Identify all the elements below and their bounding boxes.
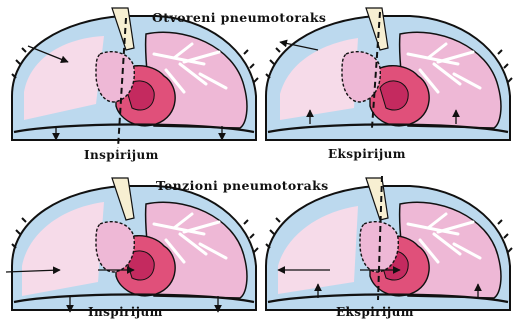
tension-pneumothorax-inspiration: [12, 178, 258, 310]
label-top-inspiration: Inspirijum: [84, 148, 159, 162]
tension-pneumothorax-expiration: [266, 178, 512, 310]
open-pneumothorax-expiration: [266, 8, 512, 140]
open-pneumothorax-inspiration: [12, 8, 258, 140]
title-open-pneumothorax: Otvoreni pneumotoraks: [152, 10, 326, 25]
title-tension-pneumothorax: Tenzioni pneumotoraks: [156, 178, 329, 193]
label-bottom-expiration: Ekspirijum: [336, 305, 414, 319]
label-top-expiration: Ekspirijum: [328, 147, 406, 161]
label-bottom-inspiration: Inspirijum: [88, 305, 163, 319]
